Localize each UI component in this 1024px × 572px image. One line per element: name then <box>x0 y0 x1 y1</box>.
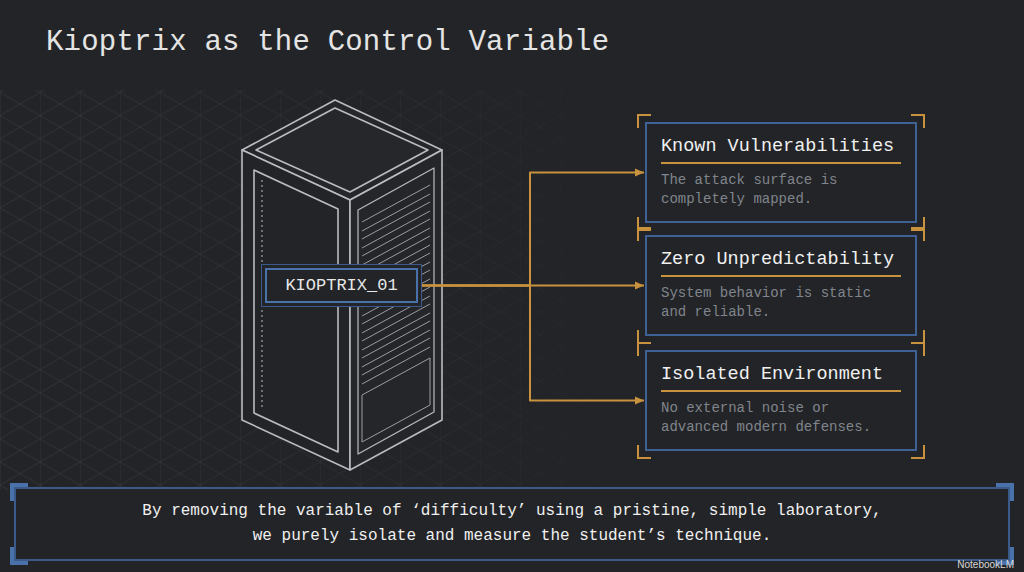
slide-title: Kioptrix as the Control Variable <box>46 26 609 59</box>
caption-text: By removing the variable of ‘difficulty’… <box>132 499 892 549</box>
grid-texture <box>0 90 640 490</box>
corner-bracket <box>911 342 925 356</box>
watermark: NotebookLM <box>957 559 1014 570</box>
corner-bracket <box>637 445 651 459</box>
corner-bracket <box>911 445 925 459</box>
corner-bracket <box>10 547 28 565</box>
connector-arrow <box>422 284 644 286</box>
box-heading: Zero Unpredictability <box>661 249 901 277</box>
corner-bracket <box>996 483 1014 501</box>
corner-bracket <box>637 342 651 356</box>
box-heading: Known Vulnerabilities <box>661 136 901 164</box>
corner-bracket <box>911 114 925 128</box>
corner-bracket <box>637 114 651 128</box>
server-rack <box>242 100 442 470</box>
box-description: The attack surface is completely mapped. <box>661 171 901 209</box>
connector-arrow <box>422 172 644 285</box>
corner-bracket <box>10 483 28 501</box>
rack-base <box>362 358 430 442</box>
info-box: Known VulnerabilitiesThe attack surface … <box>645 122 917 223</box>
box-description: System behavior is static and reliable. <box>661 284 901 322</box>
caption-box: By removing the variable of ‘difficulty’… <box>14 487 1010 561</box>
corner-bracket <box>911 227 925 241</box>
rack-unit <box>362 338 430 384</box>
server-name: KIOPTRIX_01 <box>275 276 408 295</box>
box-description: No external noise or advanced modern def… <box>661 399 901 437</box>
info-box: Zero UnpredictabilitySystem behavior is … <box>645 235 917 336</box>
connector-arrow <box>422 286 644 401</box>
server-label: KIOPTRIX_01 <box>265 268 418 303</box>
corner-bracket <box>637 227 651 241</box>
info-box: Isolated Environment No external noise or… <box>645 350 917 451</box>
box-heading: Isolated Environment <box>661 364 901 392</box>
